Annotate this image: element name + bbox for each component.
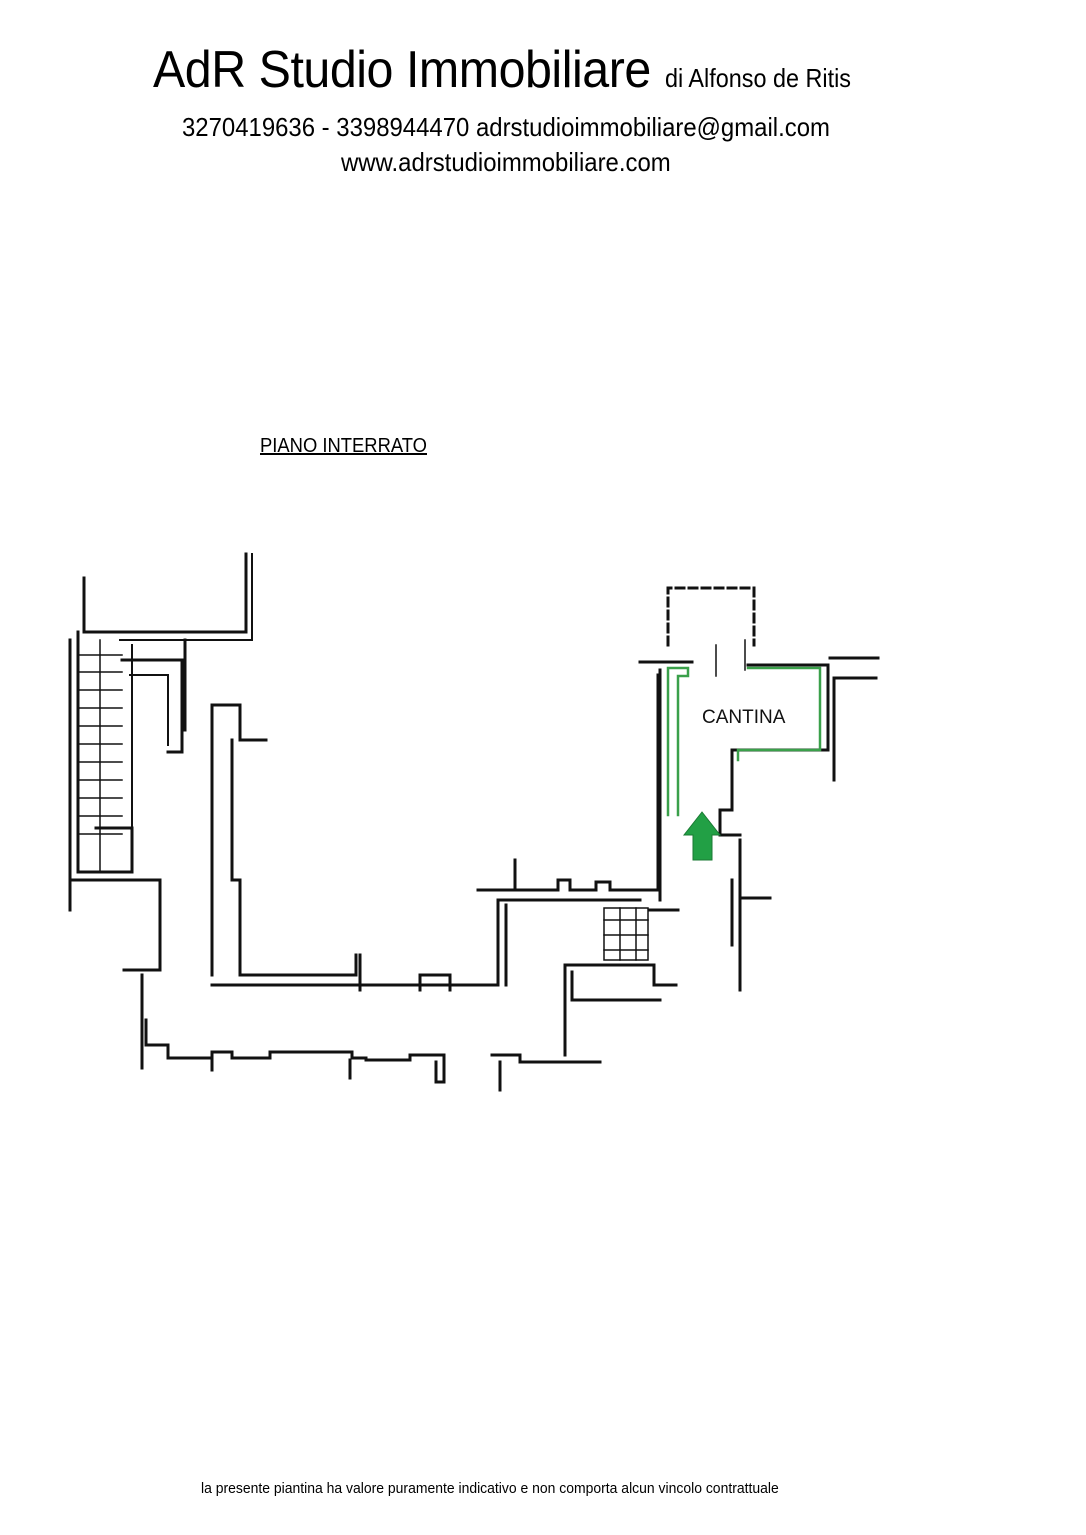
central-walls — [210, 673, 680, 992]
lower-stair — [603, 907, 649, 961]
entrance-arrow — [682, 811, 722, 861]
left-stair-treads — [77, 639, 123, 871]
website-url: www.adrstudioimmobiliare.com — [341, 147, 671, 177]
lower-corridor — [140, 963, 678, 1092]
floor-label: PIANO INTERRATO — [260, 435, 427, 457]
agency-owner: di Alfonso de Ritis — [664, 63, 851, 93]
cantina-highlight — [666, 666, 822, 817]
room-label-cantina: CANTINA — [702, 707, 786, 728]
right-walls — [638, 586, 880, 992]
agency-name: AdR Studio Immobiliare — [153, 41, 651, 99]
contact-info: 3270419636 - 3398944470 adrstudioimmobil… — [182, 112, 830, 142]
left-stair-block — [68, 552, 253, 972]
disclaimer-text: la presente piantina ha valore puramente… — [201, 1480, 779, 1497]
title-line: AdR Studio Immobiliare di Alfonso de Rit… — [153, 40, 871, 100]
